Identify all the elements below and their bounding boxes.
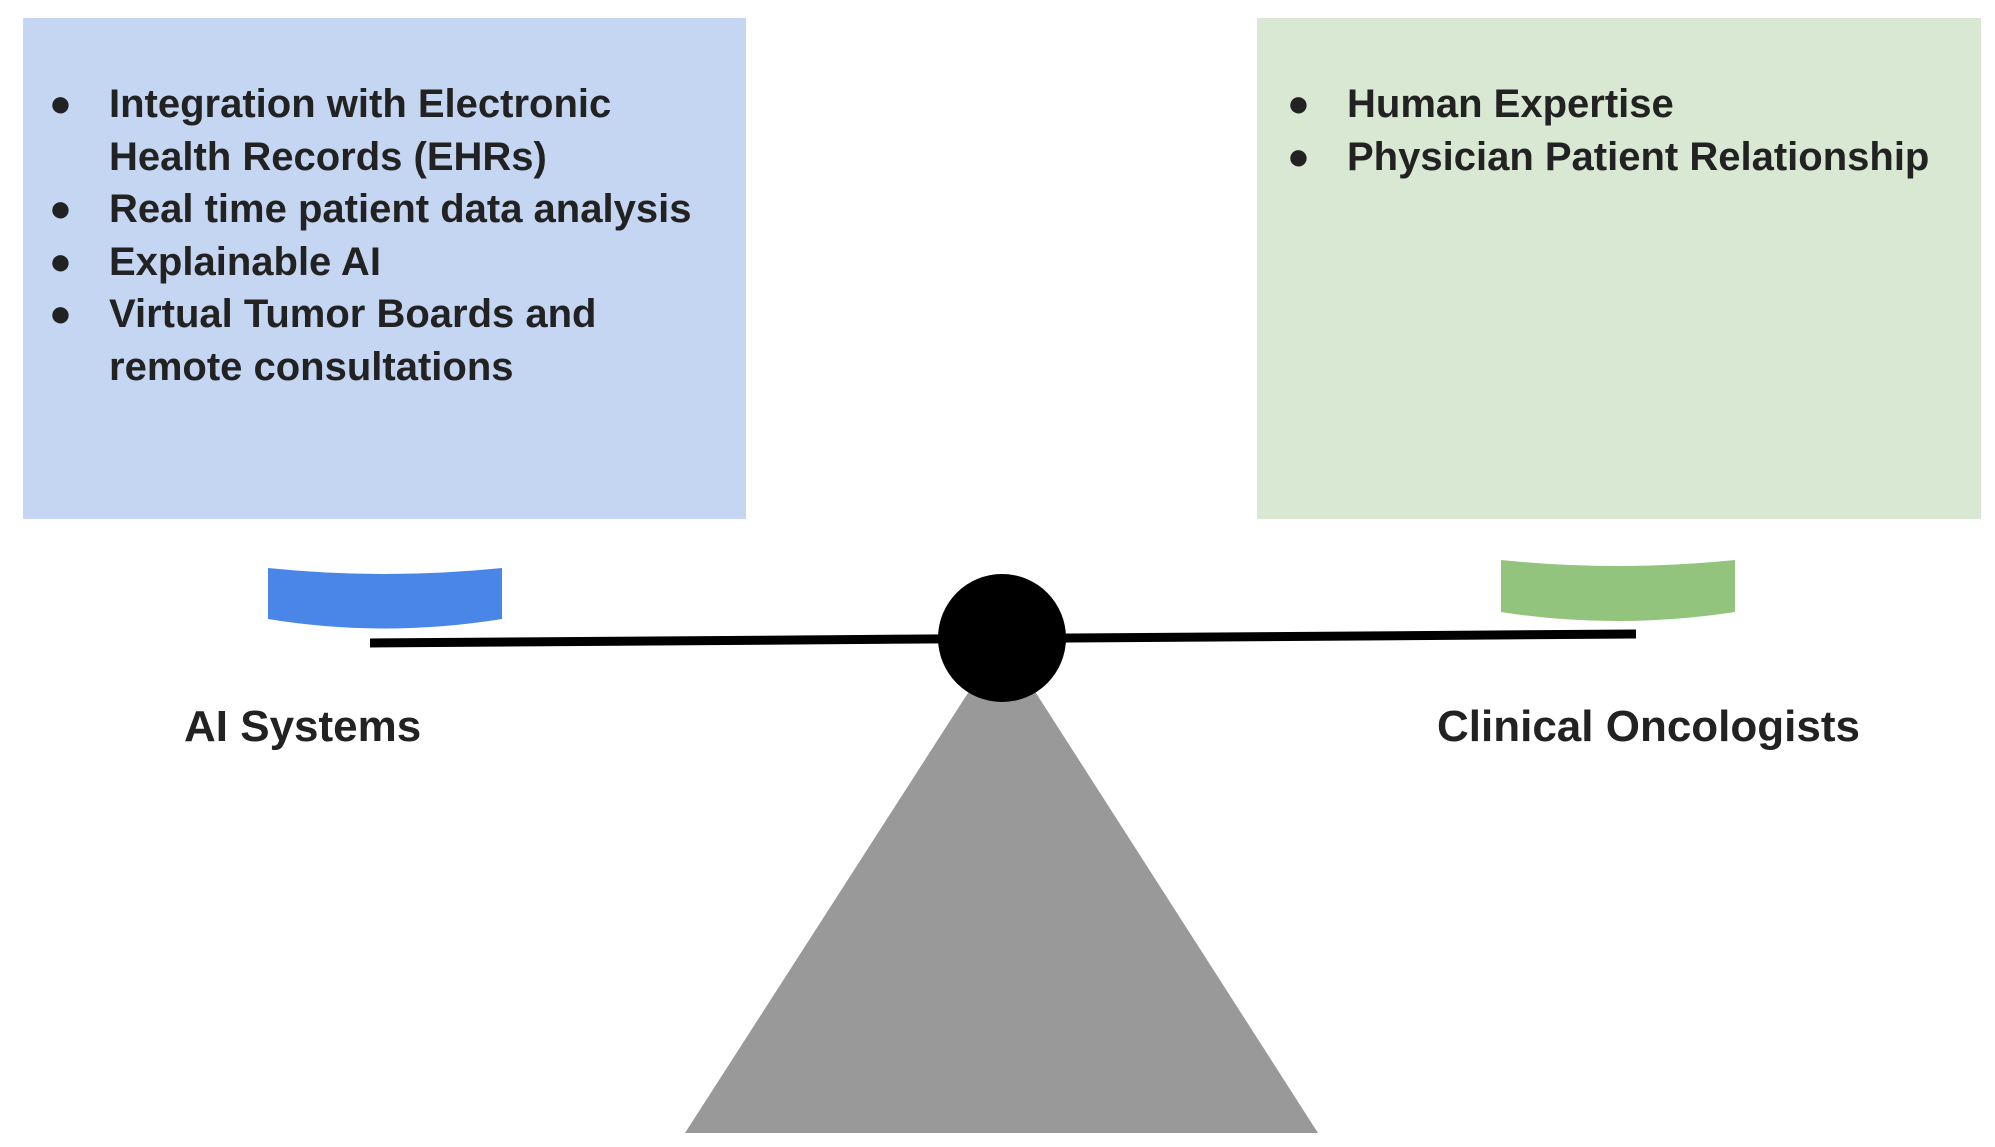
bullet-icon: ● bbox=[49, 240, 72, 283]
bullet-icon: ● bbox=[49, 293, 72, 335]
bullet-icon: ● bbox=[49, 83, 72, 125]
ai-features-box: ●Integration with Electronic Health Reco… bbox=[23, 18, 746, 519]
oncologist-features-box: ●Human Expertise ●Physician Patient Rela… bbox=[1257, 18, 1981, 519]
scale-base bbox=[685, 640, 1318, 1133]
left-pan bbox=[268, 568, 502, 629]
list-item: ●Integration with Electronic Health Reco… bbox=[49, 78, 709, 183]
list-item: ●Explainable AI bbox=[49, 236, 709, 289]
ai-features-list: ●Integration with Electronic Health Reco… bbox=[49, 78, 709, 393]
bullet-icon: ● bbox=[1287, 83, 1310, 125]
clinical-oncologists-label: Clinical Oncologists bbox=[1437, 702, 1860, 751]
list-item: ●Virtual Tumor Boards and remote consult… bbox=[49, 288, 709, 393]
list-item: ●Real time patient data analysis bbox=[49, 183, 709, 236]
ai-systems-label: AI Systems bbox=[184, 702, 422, 751]
bullet-icon: ● bbox=[1287, 135, 1310, 178]
list-item: ●Physician Patient Relationship bbox=[1287, 131, 1947, 184]
oncologist-features-list: ●Human Expertise ●Physician Patient Rela… bbox=[1287, 78, 1947, 184]
bullet-icon: ● bbox=[49, 188, 72, 230]
right-pan bbox=[1501, 560, 1735, 621]
scale-pivot bbox=[938, 574, 1066, 702]
list-item: ●Human Expertise bbox=[1287, 78, 1947, 131]
